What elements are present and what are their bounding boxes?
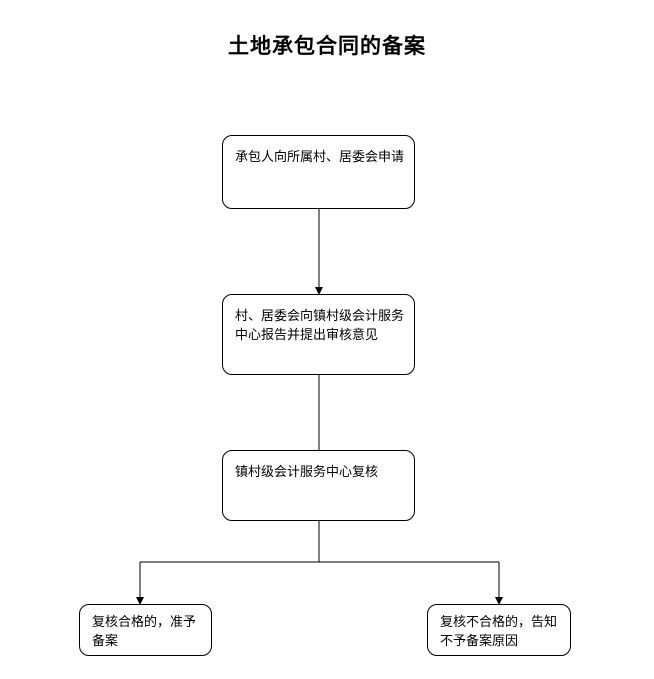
node-apply-text: 承包人向所属村、居委会申请	[235, 150, 405, 165]
node-approve: 复核合格的，准予备案	[79, 604, 212, 656]
diagram-title: 土地承包合同的备案	[228, 33, 426, 58]
node-report-text: 村、居委会向镇村级会计服务中心报告并提出审核意见	[235, 309, 405, 343]
node-reject-text: 复核不合格的，告知不予备案原因	[440, 615, 558, 649]
node-approve-text: 复核合格的，准予备案	[92, 615, 197, 649]
node-report: 村、居委会向镇村级会计服务中心报告并提出审核意见	[222, 294, 415, 375]
node-review-text: 镇村级会计服务中心复核	[235, 465, 379, 480]
node-apply: 承包人向所属村、居委会申请	[222, 135, 415, 209]
node-reject: 复核不合格的，告知不予备案原因	[427, 604, 571, 656]
node-review: 镇村级会计服务中心复核	[222, 450, 415, 521]
